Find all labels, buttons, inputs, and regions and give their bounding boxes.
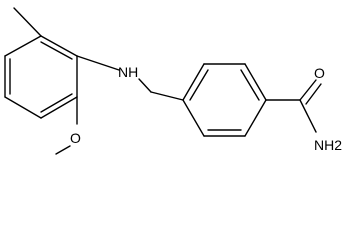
- bond: [4, 96, 42, 119]
- bond: [182, 99, 205, 137]
- nh-ch2-bond: [138, 78, 152, 93]
- amine-nh-label: NH: [118, 64, 138, 80]
- methoxy-oxygen-label: O: [70, 130, 81, 146]
- carbonyl-double-bond-second-line: [305, 83, 322, 105]
- methyl-bond: [13, 7, 42, 37]
- carbonyl-oxygen-label: O: [314, 65, 325, 81]
- aryl-nh-bond: [76, 55, 120, 71]
- double-bond-inner-line: [189, 69, 209, 101]
- ch2-aryl-bond: [150, 91, 184, 101]
- bond: [4, 35, 42, 57]
- bond: [244, 99, 267, 137]
- structural-formula-diagram: O NH O NH2: [4, 7, 342, 155]
- right-benzene-ring: [182, 63, 267, 137]
- left-benzene-ring: [4, 35, 78, 119]
- double-bond-inner-line: [240, 69, 260, 101]
- bond: [40, 96, 78, 119]
- bond: [182, 63, 205, 101]
- double-bond-inner-line: [40, 93, 73, 113]
- double-bond-inner-line: [40, 41, 73, 60]
- bond: [40, 35, 78, 57]
- carbonyl-nh2-bond: [299, 99, 317, 133]
- methoxy-methyl-bond: [55, 145, 71, 155]
- amide-nh2-label: NH2: [314, 137, 342, 153]
- carbonyl-double-bond: [299, 79, 317, 101]
- bond: [244, 63, 267, 101]
